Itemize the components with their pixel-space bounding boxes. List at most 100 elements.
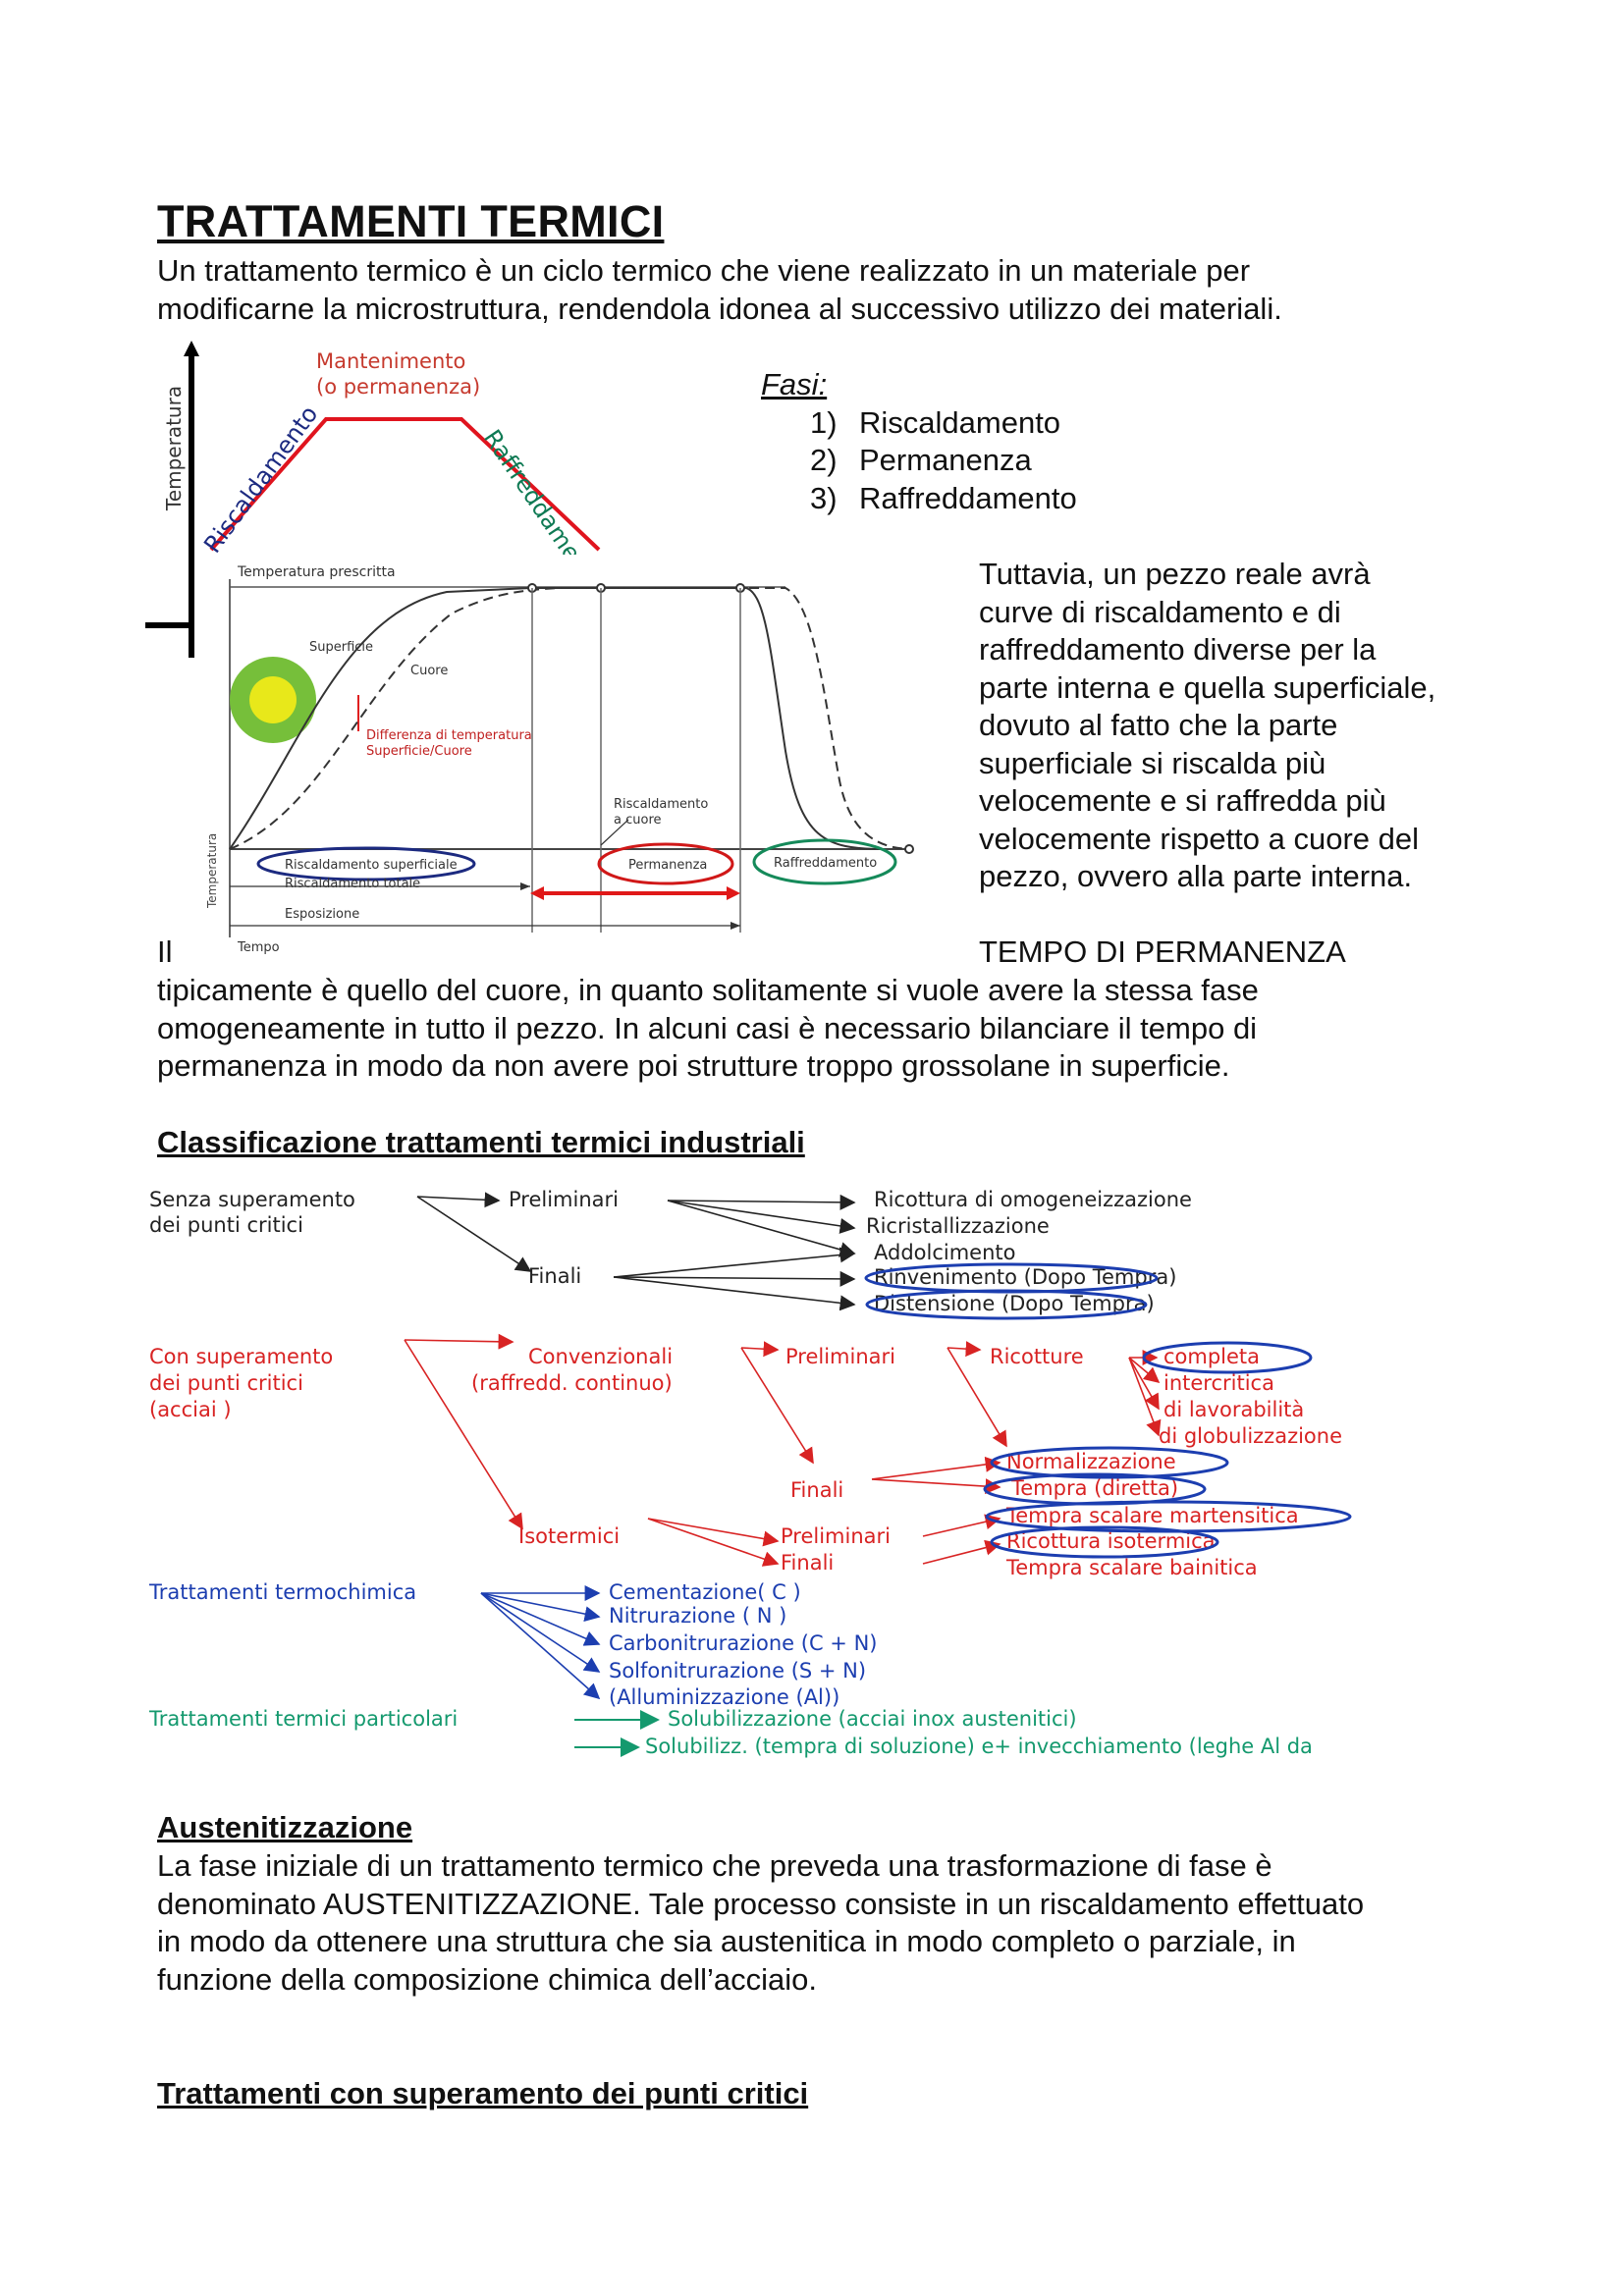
axis-label: Temperatura	[162, 386, 186, 511]
fasi-list: 1)Riscaldamento 2)Permanenza 3)Raffredda…	[810, 404, 1077, 518]
permanence-line: omogeneamente in tutto il pezzo. In alcu…	[157, 1010, 1258, 1045]
cls-ricotture: Ricotture	[990, 1345, 1084, 1368]
cooling-ellipse	[752, 838, 897, 885]
side-line: velocemente rispetto a cuore del	[979, 821, 1420, 856]
cls-preliminari-r: Preliminari	[785, 1345, 895, 1368]
austenitizzazione-paragraph: La fase iniziale di un trattamento termi…	[157, 1847, 1364, 1999]
heating-label: Riscaldamento	[198, 400, 323, 558]
classification-diagram: Senza superamento dei punti critici Prel…	[148, 1188, 1352, 1758]
cls-convenzionali: Convenzionali	[528, 1345, 673, 1368]
cls-termochimica: Trattamenti termochimica	[148, 1580, 416, 1604]
core-heating-label-sub: a cuore	[614, 813, 662, 828]
surface-label: Superficie	[309, 640, 373, 655]
austenitizzazione-line: funzione della composizione chimica dell…	[157, 1961, 818, 1997]
cls-con-2: dei punti critici	[149, 1371, 303, 1395]
side-line: raffreddamento diverse per la	[979, 632, 1377, 667]
surface-curve	[229, 587, 885, 850]
cls-termochimica-item: Solfonitrurazione (S + N)	[609, 1659, 866, 1682]
fasi-block: Fasi: 1)Riscaldamento 2)Permanenza 3)Raf…	[761, 366, 1077, 517]
cls-finali-r: Finali	[790, 1478, 843, 1502]
fasi-item: 3)Raffreddamento	[810, 480, 1077, 515]
cls-isotermici: Isotermici	[518, 1524, 620, 1548]
cls-particolari: Trattamenti termici particolari	[148, 1707, 458, 1731]
core-curve	[229, 587, 914, 850]
side-line: curve di riscaldamento e di	[979, 594, 1341, 629]
austenitizzazione-heading: Austenitizzazione	[157, 1810, 413, 1844]
fasi-item: 1)Riscaldamento	[810, 404, 1061, 440]
last-heading: Trattamenti con superamento dei punti cr…	[157, 2076, 809, 2110]
cls-convenzionali-sub: (raffredd. continuo)	[471, 1371, 673, 1395]
cycle-curve	[209, 417, 601, 552]
surface-heating-label: Riscaldamento superficiale	[285, 858, 458, 873]
side-line: velocemente e si raffredda più	[979, 783, 1386, 818]
heat-cycle-diagram: Temperatura Mantenimento (o permanenza) …	[162, 341, 608, 560]
total-heating-label: Riscaldamento totale	[285, 877, 420, 891]
exposure-label: Esposizione	[285, 907, 359, 922]
side-line: dovuto al fatto che la parte	[979, 708, 1338, 742]
cls-finali-iso: Finali	[781, 1551, 834, 1575]
austenitizzazione-line: in modo da ottenere una struttura che si…	[157, 1924, 1296, 1958]
fasi-title: Fasi:	[761, 367, 828, 401]
permanence-label: Permanenza	[628, 858, 707, 873]
intro-paragraph: Un trattamento termico è un ciclo termic…	[157, 252, 1282, 328]
cls-ricotture-item: completa	[1163, 1345, 1260, 1368]
cls-preliminari-iso: Preliminari	[781, 1524, 891, 1548]
cls-ricotture-item: intercritica	[1163, 1371, 1274, 1395]
diff-label-sub: Superficie/Cuore	[366, 744, 472, 759]
cls-iso-item: Ricottura isotermica	[1006, 1529, 1216, 1553]
cls-termochimica-item: Cementazione( C )	[609, 1580, 801, 1604]
cls-senza-2: dei punti critici	[149, 1213, 303, 1237]
cls-finali-b: Finali	[528, 1264, 581, 1288]
intro-line: Un trattamento termico è un ciclo termic…	[157, 253, 1251, 288]
fasi-item: 2)Permanenza	[810, 443, 1032, 477]
cls-preliminari-b: Preliminari	[509, 1188, 619, 1211]
hold-label-sub: (o permanenza)	[316, 375, 480, 399]
hold-label: Mantenimento	[316, 349, 465, 373]
cls-particolari-item: Solubilizzazione (acciai inox austenitic…	[668, 1707, 1077, 1731]
core-heating-label: Riscaldamento	[614, 797, 708, 812]
time-axis-label: Tempo	[237, 940, 280, 955]
cls-iso-item: Tempra scalare martensitica	[1005, 1504, 1299, 1527]
side-line: superficiale si riscalda più	[979, 745, 1326, 780]
permanence-lead: Il	[157, 934, 173, 969]
core-label: Cuore	[410, 664, 448, 678]
permanence-line: tipicamente è quello del cuore, in quant…	[157, 973, 1259, 1007]
permanence-ellipse	[597, 842, 734, 885]
intro-line: modificarne la microstruttura, rendendol…	[157, 291, 1282, 326]
cls-ricotture-item: di globulizzazione	[1159, 1424, 1342, 1448]
axis-stub	[145, 555, 194, 658]
axis-arrow-icon	[184, 341, 199, 356]
cls-termochimica-item: Nitrurazione ( N )	[609, 1604, 786, 1628]
temp-axis-label: Temperatura	[205, 833, 219, 909]
cls-ricotture-item: di lavorabilità	[1163, 1398, 1304, 1421]
classification-heading: Classificazione trattamenti termici indu…	[157, 1125, 805, 1159]
cls-termochimica-item: Carbonitrurazione (C + N)	[609, 1631, 877, 1655]
permanence-line: permanenza in modo da non avere poi stru…	[157, 1048, 1230, 1083]
side-paragraph: Tuttavia, un pezzo reale avrà curve di r…	[979, 556, 1435, 896]
cls-senza-item: Ricottura di omogeneizzazione	[874, 1188, 1192, 1211]
prescribed-temp-label: Temperatura prescritta	[237, 564, 396, 580]
side-line: parte interna e quella superficiale,	[979, 669, 1436, 705]
part-core-icon	[249, 676, 297, 723]
cls-con-1: Con superamento	[149, 1345, 333, 1368]
side-line: pezzo, ovvero alla parte interna.	[979, 859, 1413, 893]
permanence-paragraph: tipicamente è quello del cuore, in quant…	[157, 972, 1259, 1086]
surface-heating-ellipse	[256, 846, 476, 881]
surface-core-diagram: Temperatura prescritta Temperatura Super…	[196, 555, 933, 957]
cls-senza-1: Senza superamento	[149, 1188, 355, 1211]
cls-con-3: (acciai )	[149, 1398, 232, 1421]
cooling-detail-label: Raffreddamento	[774, 856, 877, 871]
cls-termochimica-item: (Alluminizzazione (Al))	[609, 1685, 839, 1709]
cls-finali-item: Tempra (diretta)	[1010, 1476, 1178, 1500]
cls-senza-item: Ricristallizzazione	[866, 1214, 1050, 1238]
cls-senza-item: Addolcimento	[874, 1241, 1016, 1264]
side-line: Tuttavia, un pezzo reale avrà	[979, 557, 1371, 591]
page-title: TRATTAMENTI TERMICI	[157, 196, 665, 246]
austenitizzazione-line: La fase iniziale di un trattamento termi…	[157, 1848, 1272, 1883]
cls-finali-item: Normalizzazione	[1006, 1450, 1176, 1473]
diff-label: Differenza di temperatura	[366, 728, 532, 743]
cls-iso-item: Tempra scalare bainitica	[1005, 1556, 1258, 1579]
permanence-lead-right: TEMPO DI PERMANENZA	[979, 934, 1346, 969]
cls-particolari-item: Solubilizz. (tempra di soluzione) e+ inv…	[645, 1735, 1313, 1758]
austenitizzazione-line: denominato AUSTENITIZZAZIONE. Tale proce…	[157, 1886, 1365, 1921]
